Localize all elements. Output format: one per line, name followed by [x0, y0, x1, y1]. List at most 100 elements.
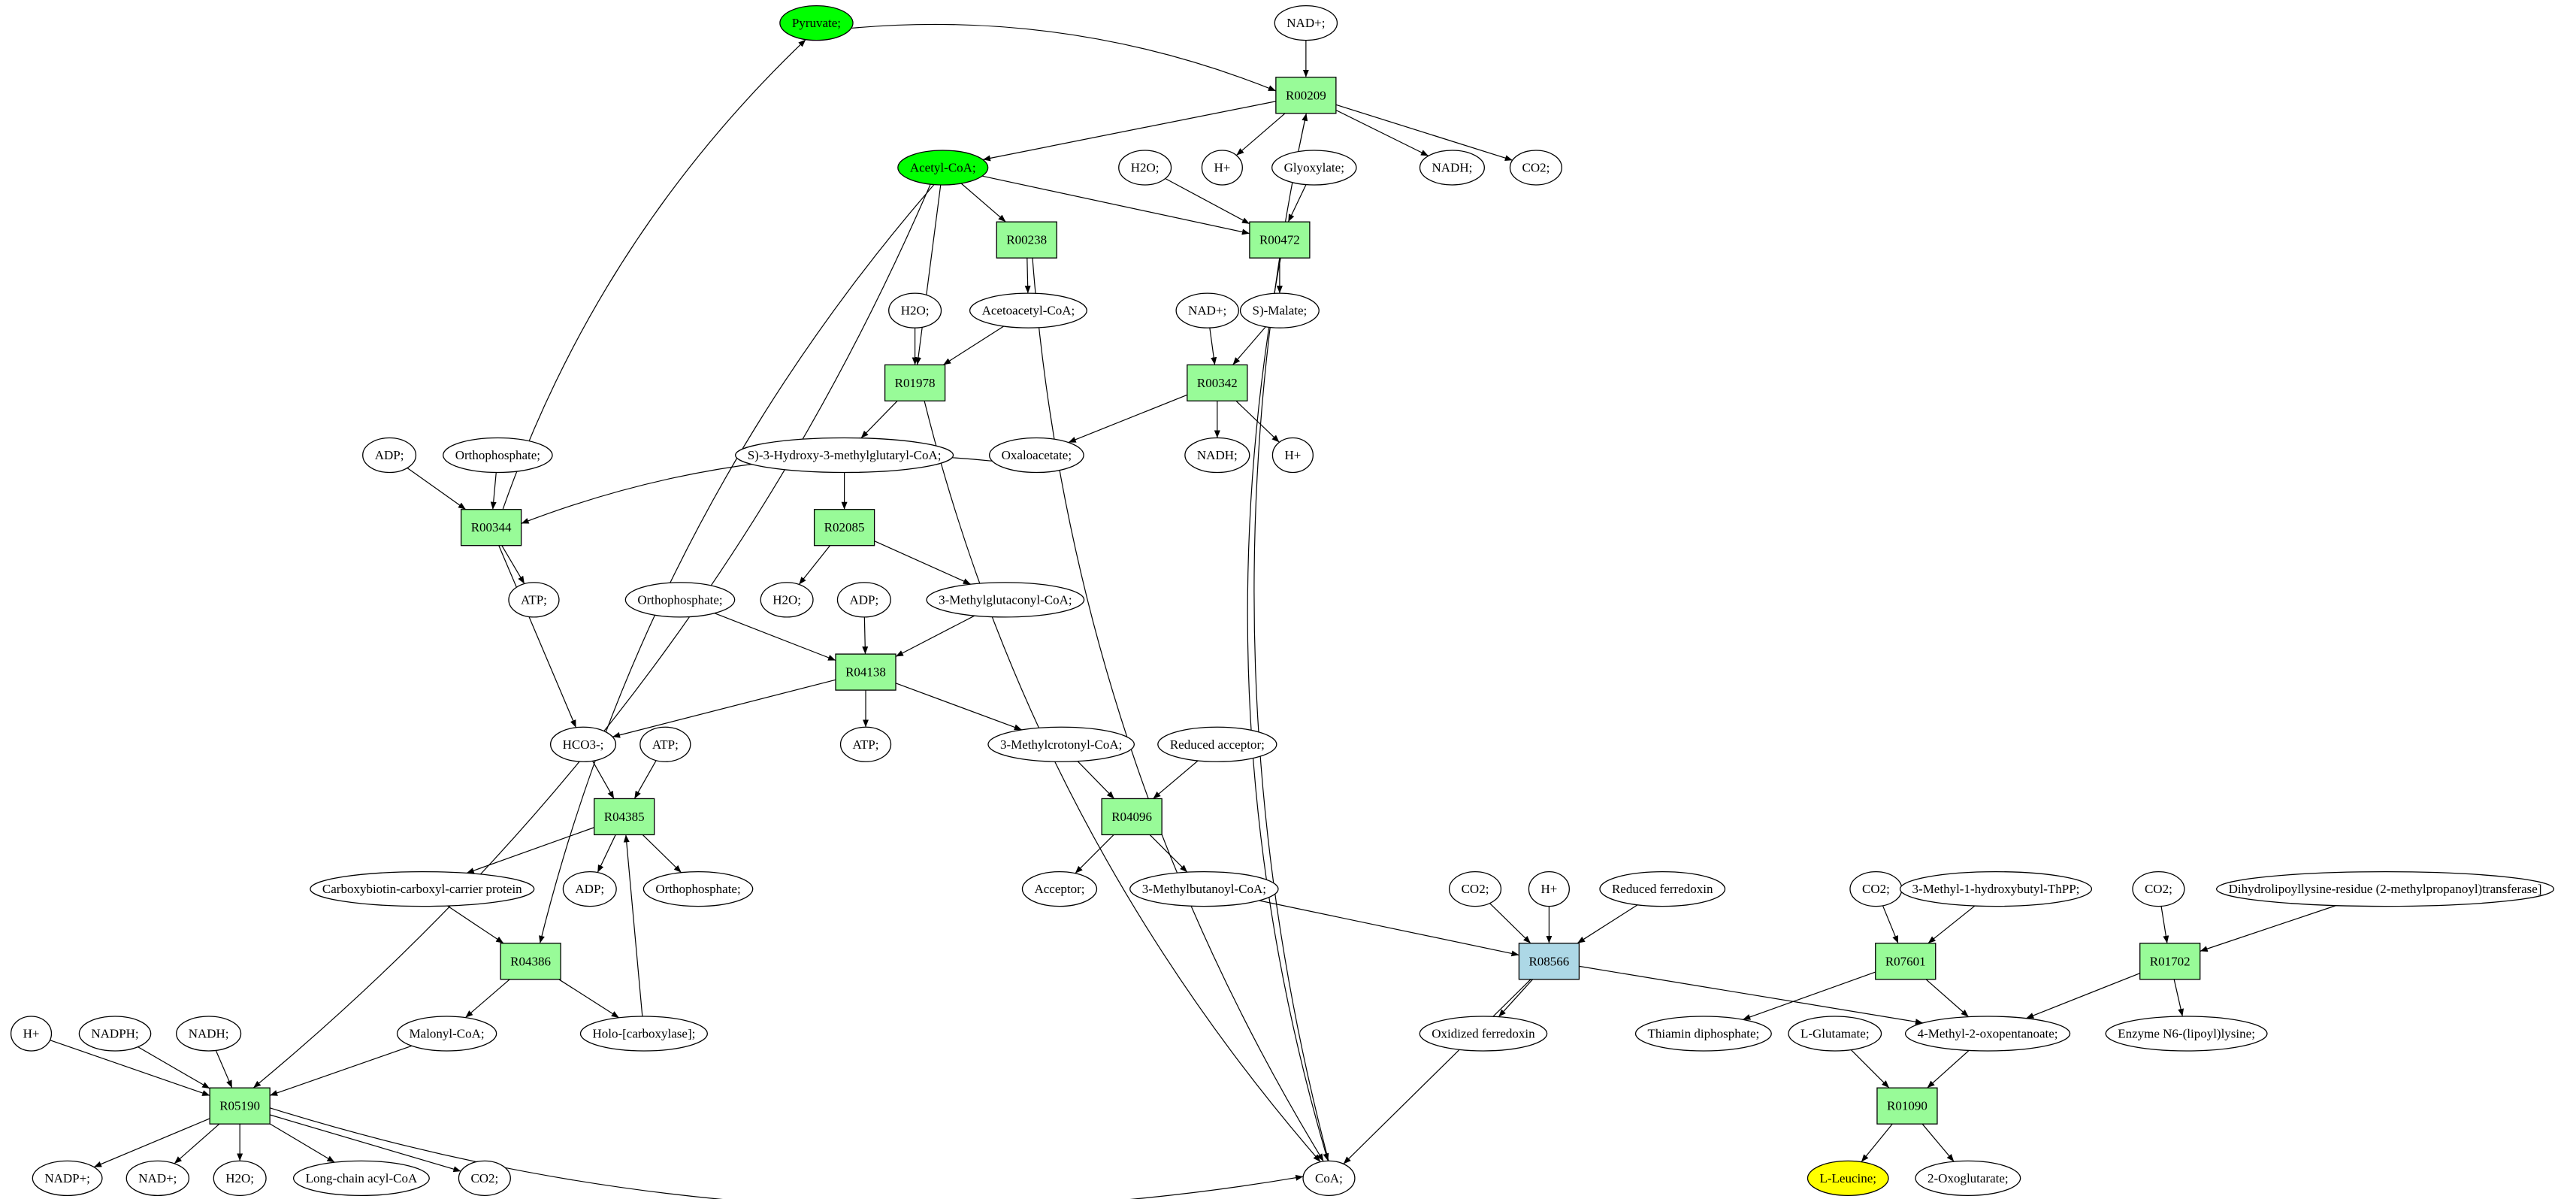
- compound-ellipse: [1419, 150, 1485, 186]
- edge-hco3-to-R04385: [592, 760, 615, 799]
- compound-node-carboxybiotin[interactable]: Carboxybiotin-carboxyl-carrier protein: [310, 870, 535, 907]
- compound-node-hplus_c[interactable]: H+: [1528, 870, 1570, 907]
- compound-node-malonylcoa[interactable]: Malonyl-CoA;: [396, 1016, 497, 1052]
- edge-methylhydroxybutylthpp-to-R07601: [1927, 905, 1976, 944]
- compound-ellipse: [897, 150, 989, 186]
- compound-node-co2_e[interactable]: CO2;: [458, 1160, 511, 1197]
- reaction-node-R04386[interactable]: R04386: [500, 943, 561, 980]
- compound-ellipse: [78, 1016, 152, 1052]
- node-label: R00238: [1006, 233, 1047, 247]
- compound-node-enzymelipoyllysine[interactable]: Enzyme N6-(lipoyl)lysine;: [2105, 1016, 2268, 1052]
- compound-node-thiamindiphosphate[interactable]: Thiamin diphosphate;: [1634, 1016, 1772, 1052]
- compound-node-methylhydroxybutylthpp[interactable]: 3-Methyl-1-hydroxybutyl-ThPP;: [1899, 870, 2093, 907]
- node-label: ATP;: [652, 737, 679, 752]
- compound-node-nadh_c[interactable]: NADH;: [176, 1016, 242, 1052]
- compound-ellipse: [2105, 1016, 2268, 1052]
- compound-node-adp_a[interactable]: ADP;: [362, 437, 417, 474]
- compound-node-atp_b[interactable]: ATP;: [639, 726, 691, 762]
- compound-ellipse: [1201, 150, 1243, 186]
- edge-holocarboxylase-to-R04385: [623, 834, 643, 1017]
- edge-R00344-to-atp_a: [501, 545, 525, 584]
- edge-acetylcoa-to-R00238: [960, 183, 1006, 223]
- compound-node-reducedferredoxin[interactable]: Reduced ferredoxin: [1599, 870, 1726, 907]
- compound-node-h2o_b[interactable]: H2O;: [888, 292, 942, 329]
- compound-node-hplus_d[interactable]: H+: [10, 1016, 53, 1052]
- compound-node-co2_a[interactable]: CO2;: [1509, 150, 1562, 186]
- compound-node-acceptor[interactable]: Acceptor;: [1021, 870, 1098, 907]
- compound-node-co2_c[interactable]: CO2;: [1849, 870, 1903, 907]
- node-label: CO2;: [1522, 160, 1550, 174]
- compound-node-hplus_a[interactable]: H+: [1201, 150, 1243, 186]
- node-label: H+: [1284, 448, 1301, 462]
- edge-R04385-to-orthop_c: [642, 834, 682, 874]
- node-label: Reduced acceptor;: [1170, 737, 1265, 752]
- reaction-node-R00472[interactable]: R00472: [1249, 221, 1311, 259]
- reaction-node-R00209[interactable]: R00209: [1275, 77, 1337, 114]
- compound-node-adp_b[interactable]: ADP;: [836, 582, 891, 618]
- compound-node-holocarboxylase[interactable]: Holo-[carboxylase];: [579, 1016, 709, 1052]
- compound-node-methyloxopentanoate[interactable]: 4-Methyl-2-oxopentanoate;: [1904, 1016, 2071, 1052]
- compound-node-co2_d[interactable]: CO2;: [2132, 870, 2185, 907]
- reaction-node-R00344[interactable]: R00344: [460, 509, 522, 547]
- node-label: Carboxybiotin-carboxyl-carrier protein: [322, 882, 522, 896]
- compound-node-acetylcoa[interactable]: Acetyl-CoA;: [897, 150, 989, 186]
- compound-node-nadh_b[interactable]: NADH;: [1184, 437, 1250, 474]
- compound-node-nad_c[interactable]: NAD+;: [125, 1160, 190, 1197]
- reaction-node-R08566[interactable]: R08566: [1518, 943, 1580, 980]
- reaction-node-R01090[interactable]: R01090: [1876, 1087, 1938, 1125]
- compound-node-h2o_a[interactable]: H2O;: [1118, 150, 1172, 186]
- edge-R04138-to-hco3: [612, 679, 836, 738]
- compound-node-methylcrotonylcoa[interactable]: 3-Methylcrotonyl-CoA;: [987, 726, 1135, 762]
- compound-node-oxoglutarate[interactable]: 2-Oxoglutarate;: [1915, 1160, 2021, 1197]
- compound-node-nadp[interactable]: NADP+;: [32, 1160, 103, 1197]
- compound-node-hmgcoa[interactable]: S)-3-Hydroxy-3-methylglutaryl-CoA;: [735, 437, 954, 474]
- reaction-node-R04138[interactable]: R04138: [835, 653, 896, 691]
- reaction-node-R00342[interactable]: R00342: [1187, 364, 1248, 401]
- compound-node-h2o_d[interactable]: H2O;: [213, 1160, 267, 1197]
- compound-node-reducedacceptor[interactable]: Reduced acceptor;: [1157, 726, 1277, 762]
- compound-node-hplus_b[interactable]: H+: [1271, 437, 1314, 474]
- compound-node-co2_b[interactable]: CO2;: [1448, 870, 1502, 907]
- compound-node-methylglutaconylcoa[interactable]: 3-Methylglutaconyl-CoA;: [926, 582, 1085, 618]
- reaction-box: [460, 509, 522, 547]
- edge-R04096-to-methylbutanoylcoa: [1149, 834, 1188, 873]
- reaction-node-R02085[interactable]: R02085: [813, 509, 875, 547]
- compound-node-oxaloacetate[interactable]: Oxaloacetate;: [988, 437, 1084, 474]
- compound-node-adp_c[interactable]: ADP;: [562, 870, 617, 907]
- compound-node-smalate[interactable]: S)-Malate;: [1239, 292, 1320, 329]
- edge-R08566-to-oxidizedferredoxin: [1498, 979, 1534, 1018]
- reaction-node-R01702[interactable]: R01702: [2139, 943, 2201, 980]
- reaction-node-R01978[interactable]: R01978: [884, 364, 946, 401]
- compound-node-hco3[interactable]: HCO3-;: [549, 726, 617, 762]
- compound-node-glyoxylate[interactable]: Glyoxylate;: [1271, 150, 1357, 186]
- compound-node-coa[interactable]: CoA;: [1302, 1160, 1356, 1197]
- compound-node-orthop_a[interactable]: Orthophosphate;: [443, 437, 553, 474]
- node-label: 2-Oxoglutarate;: [1927, 1171, 2009, 1185]
- edge-orthop_a-to-R00344: [490, 472, 497, 510]
- reaction-box: [996, 221, 1057, 259]
- compound-node-lglutamate[interactable]: L-Glutamate;: [1788, 1016, 1882, 1052]
- compound-node-acetoacetylcoa[interactable]: Acetoacetyl-CoA;: [969, 292, 1087, 329]
- compound-node-nad_top[interactable]: NAD+;: [1274, 5, 1338, 41]
- compound-node-methylbutanoylcoa[interactable]: 3-Methylbutanoyl-CoA;: [1129, 870, 1279, 907]
- compound-node-oxidizedferredoxin[interactable]: Oxidized ferredoxin: [1419, 1016, 1548, 1052]
- reaction-node-R04385[interactable]: R04385: [594, 798, 655, 836]
- reaction-node-R05190[interactable]: R05190: [209, 1087, 271, 1125]
- compound-node-longchainacylcoa[interactable]: Long-chain acyl-CoA: [292, 1160, 430, 1197]
- compound-node-pyruvate[interactable]: Pyruvate;: [779, 5, 854, 41]
- edge-R01978-to-coa: [924, 401, 1321, 1163]
- reaction-node-R04096[interactable]: R04096: [1101, 798, 1163, 836]
- compound-node-atp_a[interactable]: ATP;: [508, 582, 560, 618]
- compound-node-dihydrolipoyllysine[interactable]: Dihydrolipoyllysine-residue (2-methylpro…: [2215, 870, 2555, 907]
- compound-node-nad_b[interactable]: NAD+;: [1175, 292, 1239, 329]
- compound-node-atp_c[interactable]: ATP;: [839, 726, 892, 762]
- edge-co2_c-to-R07601: [1882, 905, 1899, 944]
- reaction-node-R00238[interactable]: R00238: [996, 221, 1057, 259]
- compound-node-orthop_b[interactable]: Orthophosphate;: [624, 582, 736, 618]
- compound-node-h2o_c[interactable]: H2O;: [760, 582, 814, 618]
- compound-node-lleucine[interactable]: L-Leucine;: [1807, 1160, 1889, 1197]
- compound-node-orthop_c[interactable]: Orthophosphate;: [642, 870, 754, 907]
- compound-node-nadh_a[interactable]: NADH;: [1419, 150, 1485, 186]
- compound-node-nadph[interactable]: NADPH;: [78, 1016, 152, 1052]
- reaction-node-R07601[interactable]: R07601: [1875, 943, 1937, 980]
